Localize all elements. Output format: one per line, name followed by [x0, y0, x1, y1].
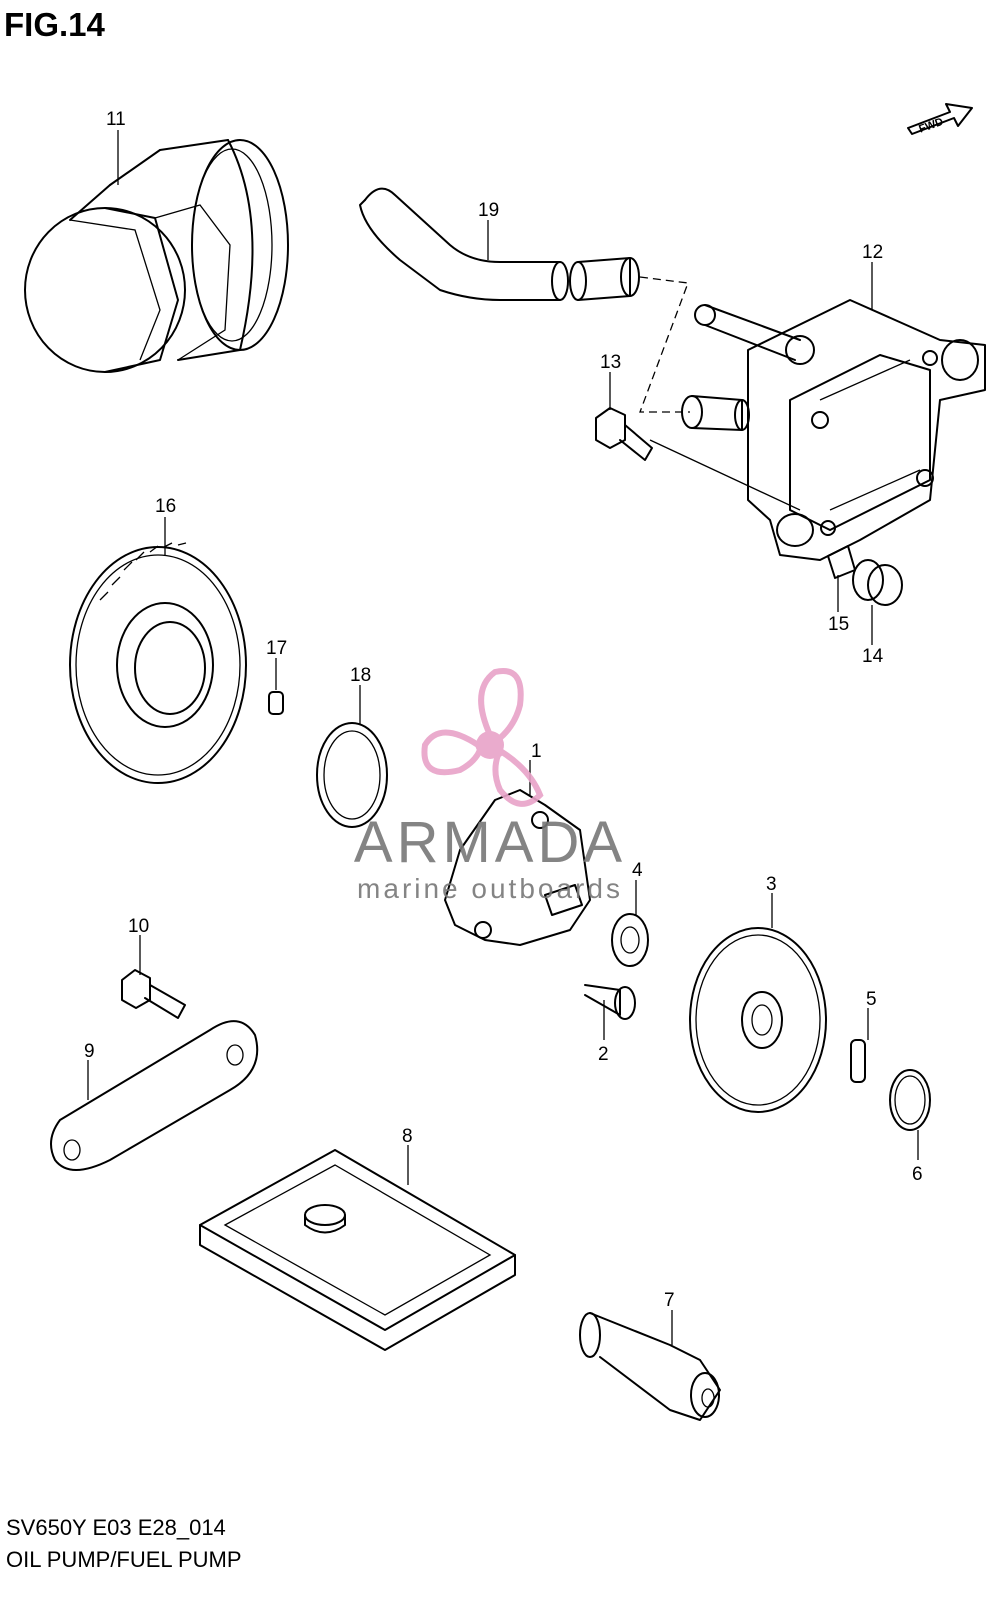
callout-14: 14 — [862, 646, 884, 667]
pin-15-part[interactable] — [827, 545, 856, 579]
callout-6: 6 — [912, 1164, 923, 1185]
fuel-pump-part[interactable] — [649, 299, 986, 561]
pin-17-part[interactable] — [268, 691, 284, 715]
sprocket-16-part[interactable] — [69, 542, 247, 784]
diagram-name: OIL PUMP/FUEL PUMP — [6, 1547, 242, 1572]
strainer-8-part[interactable] — [199, 1149, 516, 1351]
circlip-18-part[interactable] — [316, 722, 388, 828]
diagram-code: SV650Y E03 E28_014 — [6, 1515, 226, 1540]
callout-17: 17 — [266, 638, 287, 659]
hose-part[interactable] — [359, 187, 690, 413]
callout-13: 13 — [600, 352, 621, 373]
callout-16: 16 — [155, 496, 176, 517]
grommet-14-part[interactable] — [852, 559, 903, 606]
callout-2: 2 — [598, 1044, 609, 1065]
callout-15: 15 — [828, 614, 849, 635]
cover-plate-9-part[interactable] — [50, 1020, 259, 1171]
figure-title: FIG.14 — [4, 6, 105, 43]
fwd-arrow-icon: FWD — [907, 103, 973, 136]
callout-9: 9 — [84, 1041, 95, 1062]
oil-filter-part[interactable] — [24, 139, 289, 373]
pin-5-part[interactable] — [850, 1039, 866, 1083]
fwd-label: FWD — [917, 116, 945, 136]
callout-8: 8 — [402, 1126, 413, 1147]
callout-labels: 1 2 3 4 5 6 7 8 9 10 11 12 13 14 15 16 1… — [84, 109, 923, 1311]
watermark-brand: ARMADA — [354, 810, 626, 875]
propeller-logo-icon — [421, 667, 544, 807]
relief-valve-7-part[interactable] — [579, 1312, 721, 1421]
callout-7: 7 — [664, 1290, 675, 1311]
callout-3: 3 — [766, 874, 777, 895]
screw-2-part[interactable] — [584, 984, 636, 1020]
callout-19: 19 — [478, 200, 499, 221]
callout-11: 11 — [106, 109, 126, 130]
armada-watermark: ARMADA marine outboards — [354, 667, 626, 904]
oil-pump-part[interactable] — [444, 789, 591, 946]
watermark-tagline: marine outboards — [357, 873, 623, 904]
callout-4: 4 — [632, 860, 643, 881]
bolt-10-part[interactable] — [121, 969, 186, 1019]
washer-4-part[interactable] — [611, 913, 649, 967]
callout-1: 1 — [531, 741, 542, 762]
leader-lines — [87, 130, 919, 1345]
callout-18: 18 — [350, 665, 371, 686]
gear-3-part[interactable] — [689, 927, 827, 1113]
callout-10: 10 — [128, 916, 149, 937]
circlip-6-part[interactable] — [889, 1069, 931, 1131]
callout-5: 5 — [866, 989, 877, 1010]
bolt-13-part[interactable] — [595, 407, 653, 461]
callout-12: 12 — [862, 242, 883, 263]
